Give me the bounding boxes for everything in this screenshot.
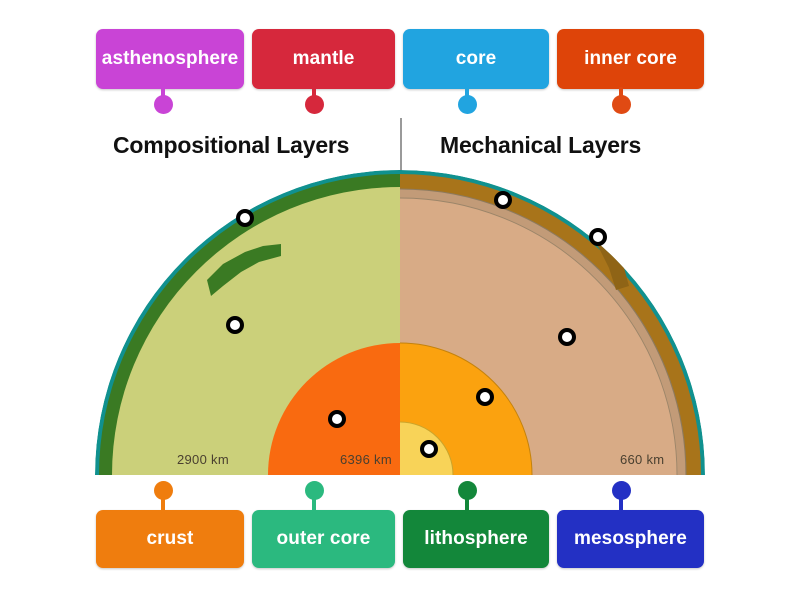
target-mantle-left[interactable]	[226, 316, 244, 334]
label-chip-mantle[interactable]: mantle	[252, 29, 395, 89]
earth-cross-section-diagram	[95, 160, 705, 475]
label-connector-knob[interactable]	[457, 481, 477, 500]
label-connector-knob[interactable]	[153, 95, 173, 114]
label-chip-crust[interactable]: crust	[96, 510, 244, 568]
label-chip-text: mesosphere	[574, 528, 687, 549]
label-chip-text: crust	[146, 528, 194, 549]
heading-compositional-layers: Compositional Layers	[113, 132, 350, 158]
label-connector-knob[interactable]	[611, 481, 631, 500]
label-chip-text: core	[455, 48, 497, 69]
target-crust-right[interactable]	[589, 228, 607, 246]
depth-label-660km: 660 km	[620, 452, 665, 467]
label-connector-knob[interactable]	[153, 481, 173, 500]
label-connector-stem	[161, 490, 165, 514]
label-chip-mesosphere[interactable]: mesosphere	[557, 510, 704, 568]
target-core-left[interactable]	[328, 410, 346, 428]
label-chip-text: outer core	[276, 528, 371, 549]
label-chip-text: inner core	[584, 48, 677, 69]
label-chip-inner-core[interactable]: inner core	[557, 29, 704, 89]
label-chip-outer-core[interactable]: outer core	[252, 510, 395, 568]
target-innercore-right[interactable]	[420, 440, 438, 458]
label-connector-knob[interactable]	[611, 95, 631, 114]
label-chip-text: asthenosphere	[101, 48, 239, 69]
heading-mechanical-layers: Mechanical Layers	[440, 132, 642, 158]
label-connector-knob[interactable]	[304, 95, 324, 114]
label-chip-text: mantle	[292, 48, 355, 69]
label-connector-stem	[465, 490, 469, 514]
depth-label-2900km: 2900 km	[177, 452, 229, 467]
target-mesosphere-right[interactable]	[558, 328, 576, 346]
label-chip-asthenosphere[interactable]: asthenosphere	[96, 29, 244, 89]
target-outercore-right[interactable]	[476, 388, 494, 406]
label-chip-lithosphere[interactable]: lithosphere	[403, 510, 549, 568]
target-crust-left[interactable]	[236, 209, 254, 227]
depth-label-6396km: 6396 km	[340, 452, 392, 467]
label-connector-stem	[312, 490, 316, 514]
label-connector-knob[interactable]	[304, 481, 324, 500]
label-chip-text: lithosphere	[424, 528, 528, 549]
label-connector-stem	[619, 490, 623, 514]
target-lithosphere-right[interactable]	[494, 191, 512, 209]
label-connector-knob[interactable]	[457, 95, 477, 114]
label-chip-core[interactable]: core	[403, 29, 549, 89]
